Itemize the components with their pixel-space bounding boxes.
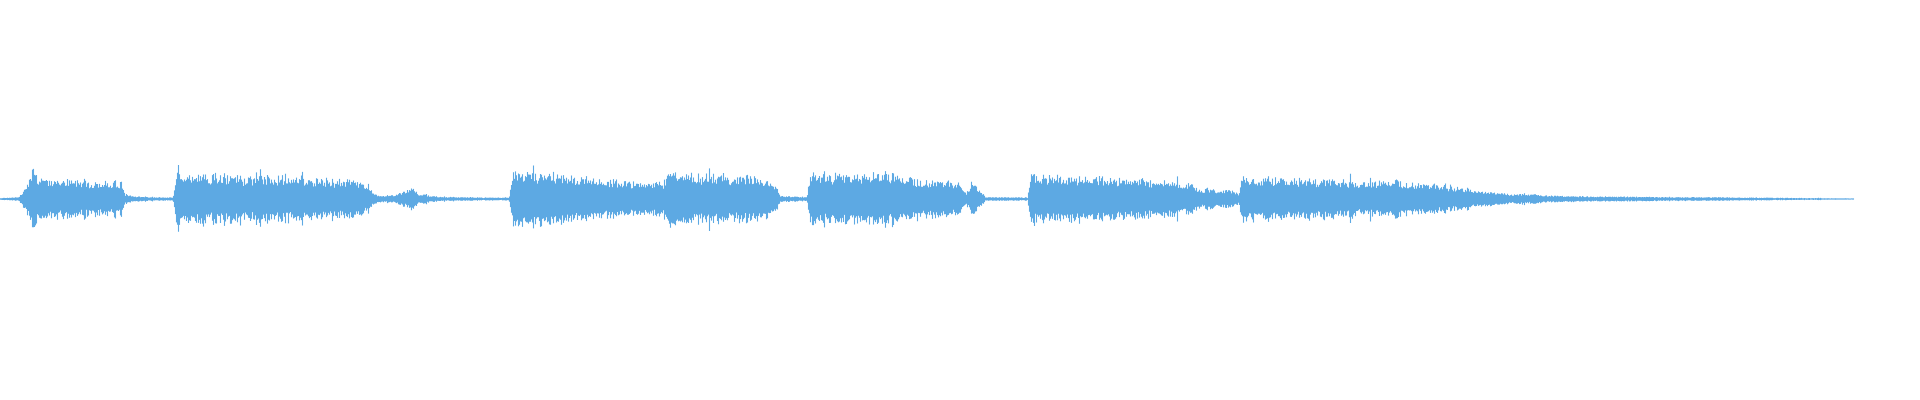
waveform-signal [0, 165, 1855, 232]
